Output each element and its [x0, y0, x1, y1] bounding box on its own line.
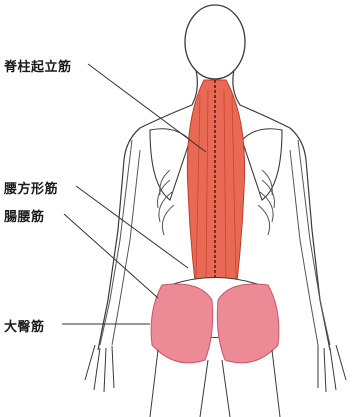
leader-line-quadratus-lumborum	[76, 186, 188, 268]
arm-bones-right	[290, 140, 330, 345]
label-erector-spinae: 脊柱起立筋	[4, 56, 72, 75]
hand-left	[85, 345, 114, 392]
arm-bones-left	[100, 140, 140, 345]
hand-right	[318, 345, 346, 392]
label-iliopsoas: 腸腰筋	[4, 206, 45, 225]
head-outline	[185, 5, 245, 79]
label-gluteus-maximus: 大臀筋	[4, 316, 45, 335]
label-quadratus-lumborum: 腰方形筋	[4, 178, 58, 197]
scapula-right	[242, 129, 282, 200]
scapula-left	[150, 129, 190, 200]
legs-outline	[150, 350, 280, 417]
gluteus-maximus-left	[151, 284, 213, 363]
leader-line-erector-spinae	[88, 64, 206, 152]
leader-line-iliopsoas	[64, 214, 158, 298]
gluteus-maximus-right	[217, 284, 279, 363]
